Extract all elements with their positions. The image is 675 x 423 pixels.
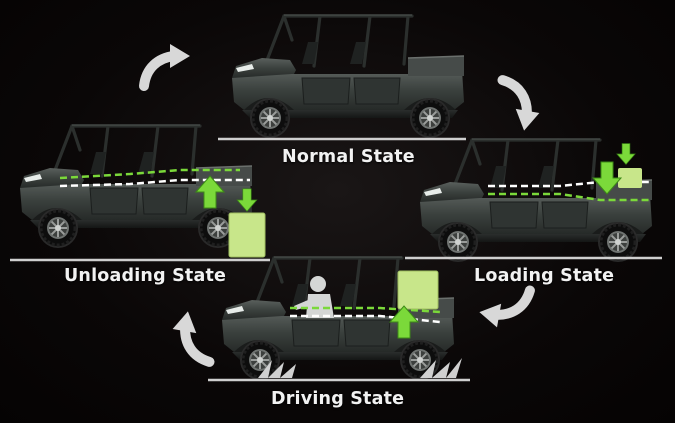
curved-arrow-icon — [495, 80, 544, 133]
loading-state-label: Loading State — [474, 266, 615, 286]
driving-state-label: Driving State — [271, 389, 405, 409]
driving-level-lines — [290, 306, 441, 324]
loading-state-vehicle — [420, 139, 652, 261]
cargo-box-icon — [397, 270, 439, 310]
green-down-arrow-icon — [616, 143, 636, 165]
unloading-level-lines — [59, 168, 250, 188]
normal-state-vehicle — [232, 15, 464, 137]
driver-silhouette — [294, 276, 334, 318]
rough-terrain — [258, 358, 462, 378]
cargo-box-icon — [228, 212, 266, 258]
curved-arrow-icon — [144, 44, 190, 86]
unloading-state-label: Unloading State — [64, 266, 227, 286]
normal-state-label: Normal State — [282, 147, 415, 167]
cargo-box-icon — [618, 168, 642, 188]
curved-arrow-icon — [168, 309, 217, 362]
curved-arrow-icon — [477, 283, 530, 332]
